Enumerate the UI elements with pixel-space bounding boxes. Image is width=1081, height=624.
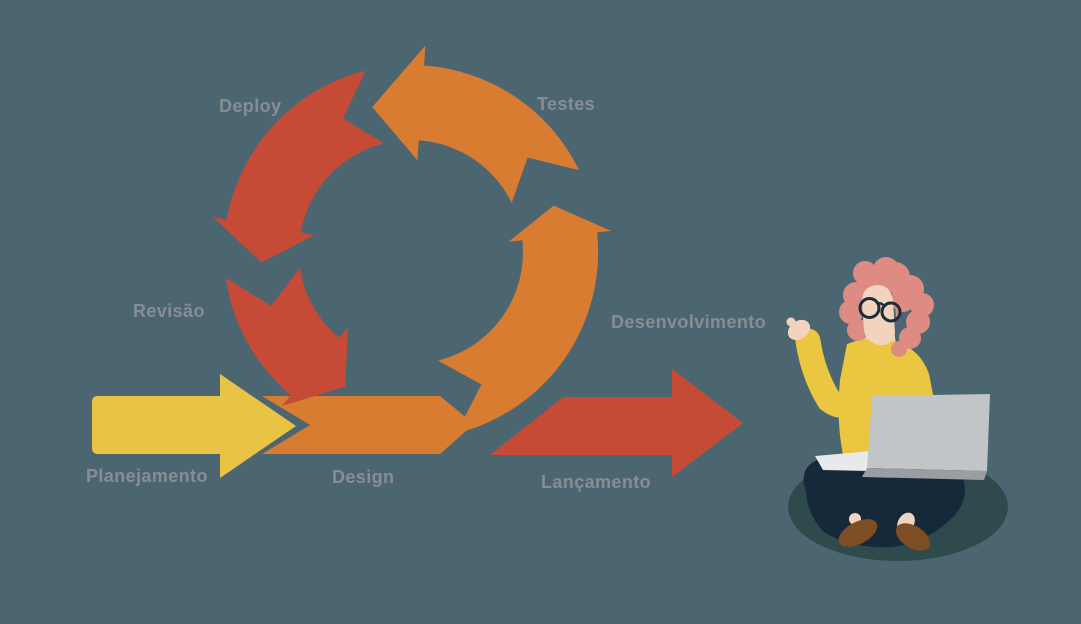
testes-cycle-arc	[372, 45, 580, 203]
left-shoe	[838, 519, 878, 547]
desenvolvimento-cycle-arc	[438, 205, 611, 434]
lancamento-arrow	[490, 369, 743, 477]
laptop-bottom-edge	[862, 468, 987, 480]
hair-front-strand	[880, 284, 901, 318]
label-deploy: Deploy	[219, 96, 282, 116]
sweater-arm-raised	[795, 328, 873, 418]
laptop-deck	[815, 451, 872, 471]
label-lancamento: Lançamento	[541, 472, 652, 492]
glasses	[858, 297, 902, 323]
label-design: Design	[332, 467, 395, 487]
deploy-cycle-arc	[213, 70, 384, 263]
label-desenvolvimento: Desenvolvimento	[611, 312, 767, 332]
thumb-skin	[786, 317, 796, 327]
label-revisao: Revisão	[133, 301, 205, 321]
design-chevron-arrow	[262, 396, 474, 454]
person-with-laptop-illustration	[786, 257, 1008, 561]
face-skin	[862, 285, 895, 346]
planejamento-arrow	[92, 374, 296, 478]
glasses-right-lens	[880, 301, 902, 323]
label-testes: Testes	[537, 94, 596, 114]
glasses-left-lens	[858, 297, 881, 319]
glasses-bridge	[876, 302, 885, 307]
right-shoe	[895, 523, 931, 551]
label-planejamento: Planejamento	[86, 466, 208, 486]
laptop-screen	[867, 394, 990, 471]
revisao-cycle-arc	[225, 267, 348, 406]
